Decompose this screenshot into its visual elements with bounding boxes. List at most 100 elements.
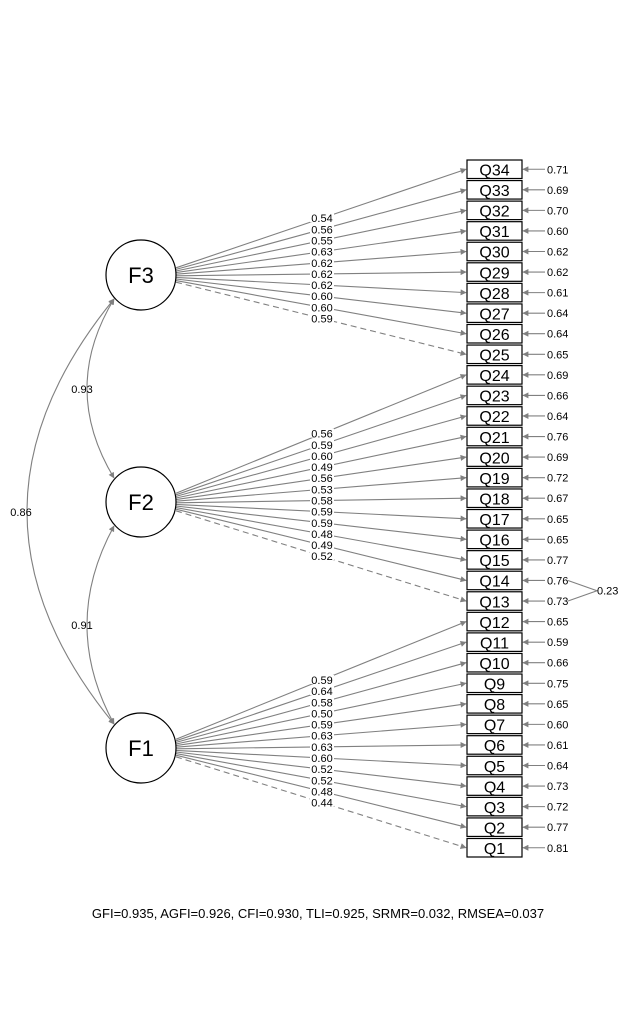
observed-box-q10: [466, 652, 523, 673]
observed-box-q18: [466, 488, 523, 509]
residual-label-q24: 0.69: [547, 370, 568, 382]
observed-label-q11: Q11: [480, 635, 509, 652]
loading-label-bg: [310, 246, 334, 256]
residual-label-q10: 0.66: [547, 658, 568, 670]
observed-label-q13: Q13: [479, 594, 509, 611]
observed-label-q32: Q32: [479, 204, 509, 221]
loading-label-bg: [310, 473, 334, 483]
observed-box-q12: [466, 611, 523, 632]
loading-label-q31: 0.63: [311, 247, 332, 259]
loading-label-bg: [310, 484, 334, 494]
loading-label-bg: [310, 528, 334, 538]
loading-label-q8: 0.59: [311, 720, 332, 732]
residual-label-q26: 0.64: [547, 329, 568, 341]
residual-label-q15: 0.77: [547, 555, 568, 567]
observed-label-q17: Q17: [479, 512, 509, 529]
residual-covariance-path: [567, 579, 599, 602]
observed-box-q19: [466, 467, 523, 488]
observed-label-q10: Q10: [479, 656, 509, 673]
residual-label-q14: 0.76: [547, 575, 568, 587]
residual-label-q33: 0.69: [547, 185, 568, 197]
residual-label-q31: 0.60: [547, 226, 568, 238]
observed-label-q29: Q29: [479, 265, 509, 282]
observed-label-q22: Q22: [479, 409, 509, 426]
residual-label-q11: 0.59: [547, 637, 568, 649]
observed-box-q22: [466, 406, 523, 426]
observed-label-q21: Q21: [479, 430, 509, 447]
factor-covariance-f3-f2: [86, 298, 115, 479]
residual-label-q12: 0.65: [547, 617, 568, 629]
labels-layer: 0.540.710.560.690.550.700.630.600.620.62…: [10, 164, 618, 855]
observed-box-q3: [466, 796, 523, 817]
observed-box-q31: [466, 221, 523, 241]
loading-label-q28: 0.62: [311, 280, 332, 292]
latent-label-f2: F2: [128, 490, 154, 515]
residual-label-q21: 0.76: [547, 432, 568, 444]
loading-label-q1: 0.44: [311, 798, 332, 810]
observed-box-q23: [466, 385, 523, 406]
loading-label-bg: [310, 753, 334, 763]
loading-label-bg: [310, 302, 334, 312]
loading-label-bg: [310, 764, 334, 774]
loading-label-bg: [310, 213, 334, 223]
observed-label-q16: Q16: [479, 533, 509, 550]
loading-label-bg: [310, 719, 334, 729]
observed-label-q15: Q15: [479, 553, 509, 570]
loading-label-q5: 0.60: [311, 753, 332, 765]
observed-label-q31: Q31: [479, 224, 509, 241]
observed-label-q19: Q19: [479, 471, 509, 488]
observed-label-q6: Q6: [484, 738, 505, 755]
loading-label-q15: 0.48: [311, 529, 332, 541]
residual-label-q3: 0.72: [547, 802, 568, 814]
observed-label-q8: Q8: [484, 697, 505, 714]
residual-label-q6: 0.61: [547, 740, 568, 752]
observed-label-q25: Q25: [479, 348, 509, 365]
loading-label-bg: [310, 280, 334, 290]
observed-label-q7: Q7: [484, 718, 505, 735]
loading-label-bg: [310, 551, 334, 561]
loading-label-q18: 0.58: [311, 495, 332, 507]
residual-label-q29: 0.62: [547, 267, 568, 279]
residual-label-q27: 0.64: [547, 308, 568, 320]
observed-box-q30: [466, 241, 523, 262]
observed-label-q28: Q28: [479, 286, 509, 303]
loading-label-bg: [310, 428, 334, 438]
loading-label-bg: [310, 439, 334, 449]
loading-label-q29: 0.62: [311, 269, 332, 281]
loading-label-bg: [310, 224, 334, 234]
observed-label-q5: Q5: [484, 759, 505, 776]
residual-label-q22: 0.64: [547, 411, 568, 423]
latent-node-f1: [105, 712, 177, 784]
latent-label-f3: F3: [128, 263, 154, 288]
loading-label-q2: 0.48: [311, 786, 332, 798]
loading-label-bg: [310, 450, 334, 460]
observed-box-q24: [466, 365, 523, 385]
observed-label-q18: Q18: [479, 491, 509, 508]
residual-label-q2: 0.77: [547, 822, 568, 834]
observed-label-q23: Q23: [479, 389, 509, 406]
loading-label-bg: [310, 697, 334, 707]
residual-label-q20: 0.69: [547, 452, 568, 464]
residual-label-q13: 0.73: [547, 596, 568, 608]
observed-label-q26: Q26: [479, 327, 509, 344]
loading-label-bg: [310, 730, 334, 740]
loading-label-q25: 0.59: [311, 313, 332, 325]
observed-box-q8: [466, 693, 523, 714]
observed-label-q33: Q33: [479, 183, 509, 200]
loading-label-q6: 0.63: [311, 742, 332, 754]
loading-label-q20: 0.56: [311, 473, 332, 485]
loading-label-q24: 0.56: [311, 429, 332, 441]
loading-label-q30: 0.62: [311, 258, 332, 270]
loading-label-q32: 0.55: [311, 235, 332, 247]
loading-label-bg: [310, 506, 334, 516]
observed-label-q12: Q12: [479, 615, 509, 632]
residual-label-q1: 0.81: [547, 843, 568, 855]
observed-box-q16: [466, 529, 523, 550]
loading-label-bg: [310, 797, 334, 807]
observed-box-q26: [466, 323, 523, 344]
loading-label-bg: [310, 462, 334, 472]
loading-label-q4: 0.52: [311, 764, 332, 776]
observed-box-q13: [466, 591, 523, 611]
loading-label-bg: [310, 313, 334, 323]
